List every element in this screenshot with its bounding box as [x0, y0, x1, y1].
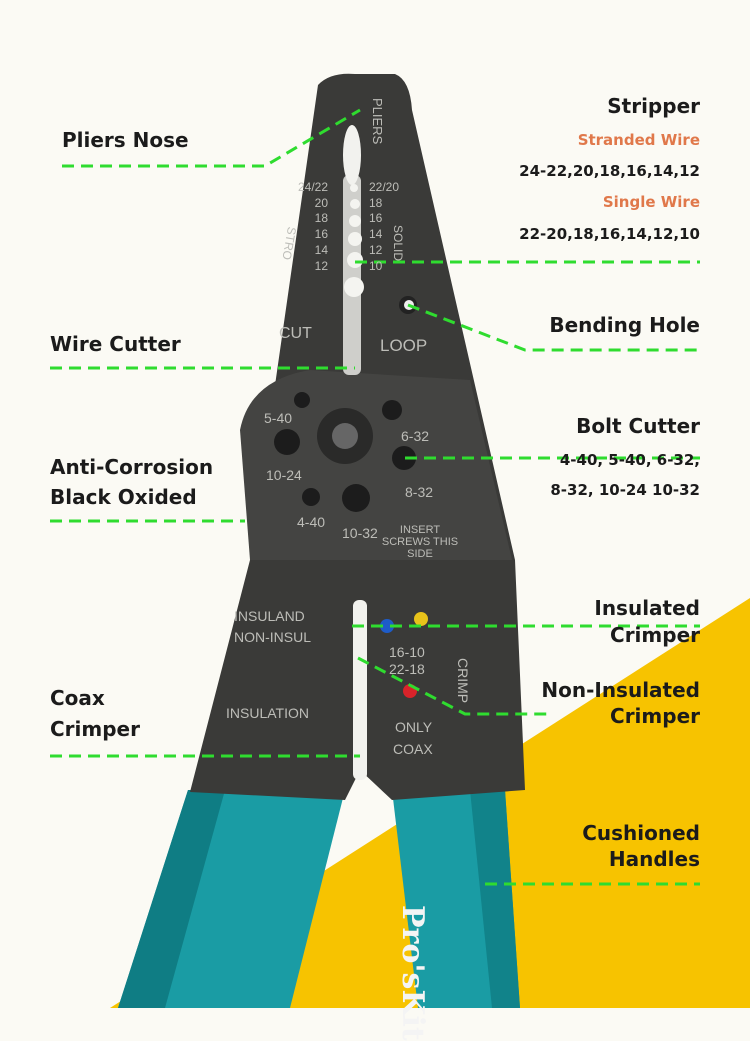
handles [118, 790, 520, 1008]
label-bolt-sizes: 4-40, 5-40, 6-32, [559, 451, 700, 469]
label-non-insulated-crimper: Crimper [610, 704, 700, 728]
label-cushioned-handles: Cushioned [582, 821, 700, 845]
label-insulated-crimper: Insulated [594, 596, 700, 620]
marking-solid: SOLID [391, 225, 405, 262]
brand-logo: Pro'sKit [395, 905, 430, 1041]
marking-bolt: 10-24 [266, 467, 302, 483]
size: 20 [314, 195, 328, 210]
label-non-insulated-crimper: Non-Insulated [541, 678, 700, 702]
marking-non-insul: NON-INSUL [234, 629, 312, 645]
size: 12 [314, 258, 328, 273]
text: SCREWS THIS [381, 536, 459, 548]
text: SIDE [407, 548, 433, 560]
marking-coax: COAX [393, 741, 433, 757]
marking-bolt: 4-40 [297, 514, 326, 530]
label-coax-crimper: Coax [50, 686, 105, 710]
label-stranded-wire: Stranded Wire [577, 131, 700, 149]
label-anti-corrosion: Anti-Corrosion [50, 455, 214, 479]
marking-insulation: INSULATION [226, 705, 309, 721]
size: 18 [369, 195, 383, 210]
size: 14 [314, 242, 328, 257]
marking-bolt: 5-40 [264, 410, 293, 426]
label-insulated-crimper: Crimper [610, 623, 700, 647]
label-bolt-cutter: Bolt Cutter [576, 414, 700, 438]
text: INSERT [399, 524, 441, 536]
size: 10 [369, 258, 383, 273]
label-black-oxided: Black Oxided [50, 485, 197, 509]
label-single-sizes: 22-20,18,16,14,12,10 [519, 225, 700, 243]
leader-lines [50, 108, 700, 886]
marking-only: ONLY [395, 719, 433, 735]
marking-cut: CUT [279, 325, 312, 342]
tool-head [190, 73, 525, 800]
size: 12 [369, 242, 383, 257]
marking-range: 16-10 [389, 644, 425, 660]
pliers-illustration [50, 73, 750, 1008]
marking-pliers: PLIERS [370, 98, 385, 145]
label-single-wire: Single Wire [602, 193, 700, 211]
marking-loop: LOOP [380, 336, 428, 355]
marking-bolt: 10-32 [342, 525, 378, 541]
size: 16 [369, 211, 383, 226]
size: 16 [314, 227, 328, 242]
label-bending-hole: Bending Hole [549, 313, 700, 337]
size: 18 [314, 211, 328, 226]
marking-range: 22-18 [389, 661, 425, 677]
marking-bolt: 8-32 [405, 484, 434, 500]
label-stripper: Stripper [607, 94, 700, 118]
label-bolt-sizes: 8-32, 10-24 10-32 [550, 481, 700, 499]
marking-crimp: CRIMP [455, 658, 471, 704]
label-pliers-nose: Pliers Nose [62, 128, 189, 152]
size: 22/20 [369, 180, 400, 194]
marking-insuland: INSULAND [234, 608, 305, 624]
size: 24/22 [297, 180, 328, 194]
marking-bolt: 6-32 [401, 428, 430, 444]
label-cushioned-handles: Handles [608, 847, 700, 871]
size: 14 [369, 227, 383, 242]
label-wire-cutter: Wire Cutter [50, 332, 181, 356]
label-stranded-sizes: 24-22,20,18,16,14,12 [519, 162, 700, 180]
label-coax-crimper: Crimper [50, 717, 140, 741]
